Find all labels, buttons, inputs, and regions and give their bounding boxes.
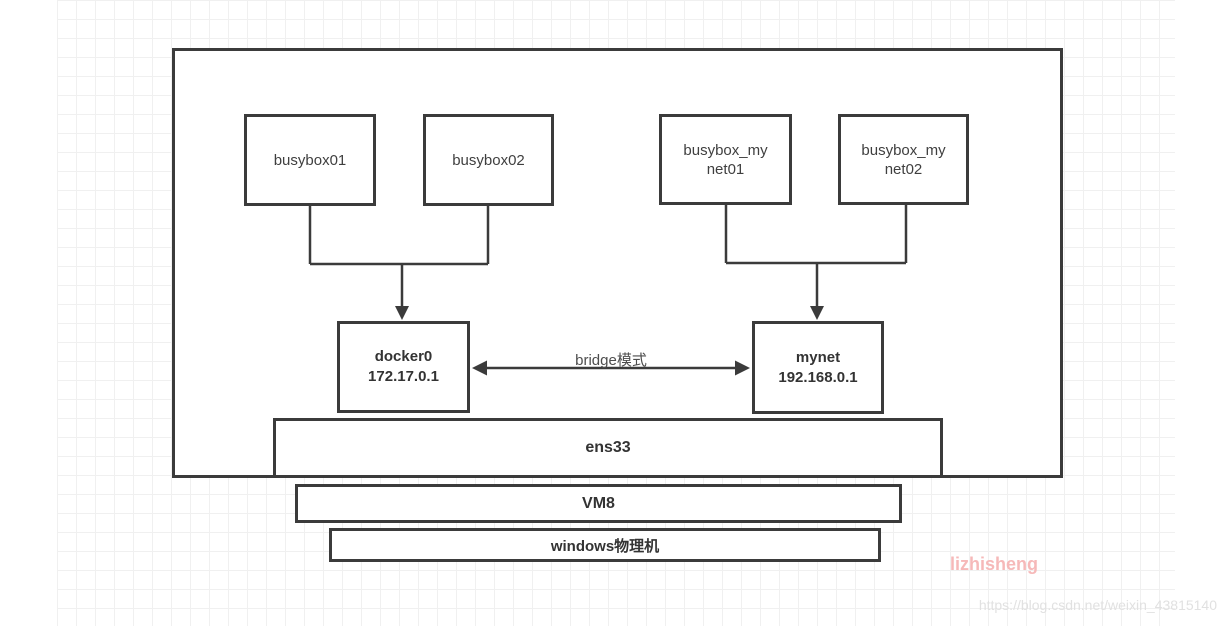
node-busybox-mynet01: busybox_my net01 — [659, 114, 792, 205]
node-busybox01: busybox01 — [244, 114, 376, 206]
node-docker0-name: docker0 — [374, 348, 433, 365]
watermark-author: lizhisheng — [950, 554, 1039, 574]
bridge-mode-edge-label: bridge模式 — [575, 352, 647, 369]
layer-windows-host-label: windows物理机 — [550, 537, 660, 555]
node-busybox-mynet02-label: busybox_my net02 — [861, 141, 946, 178]
node-busybox02: busybox02 — [423, 114, 554, 206]
layer-vm8-label: VM8 — [582, 494, 615, 512]
layer-ens33: ens33 — [273, 418, 943, 478]
node-busybox01-label: busybox01 — [273, 151, 347, 169]
layer-ens33-label: ens33 — [585, 439, 631, 456]
node-busybox02-label: busybox02 — [452, 151, 525, 169]
node-mynet-ip: 192.168.0.1 — [778, 368, 858, 386]
node-mynet: mynet 192.168.0.1 — [752, 321, 884, 414]
layer-windows-host: windows物理机 — [329, 528, 881, 562]
watermark-blog-url: https://blog.csdn.net/weixin_43815140 — [978, 597, 1217, 613]
layer-vm8: VM8 — [295, 484, 902, 523]
host-boundary-box — [172, 48, 1063, 478]
node-busybox-mynet02: busybox_my net02 — [838, 114, 969, 205]
node-mynet-name: mynet — [795, 348, 841, 366]
node-docker0-ip: 172.17.0.1 — [368, 368, 439, 385]
node-docker0: docker0 172.17.0.1 — [337, 321, 470, 413]
node-busybox-mynet01-label: busybox_my net01 — [683, 141, 768, 178]
